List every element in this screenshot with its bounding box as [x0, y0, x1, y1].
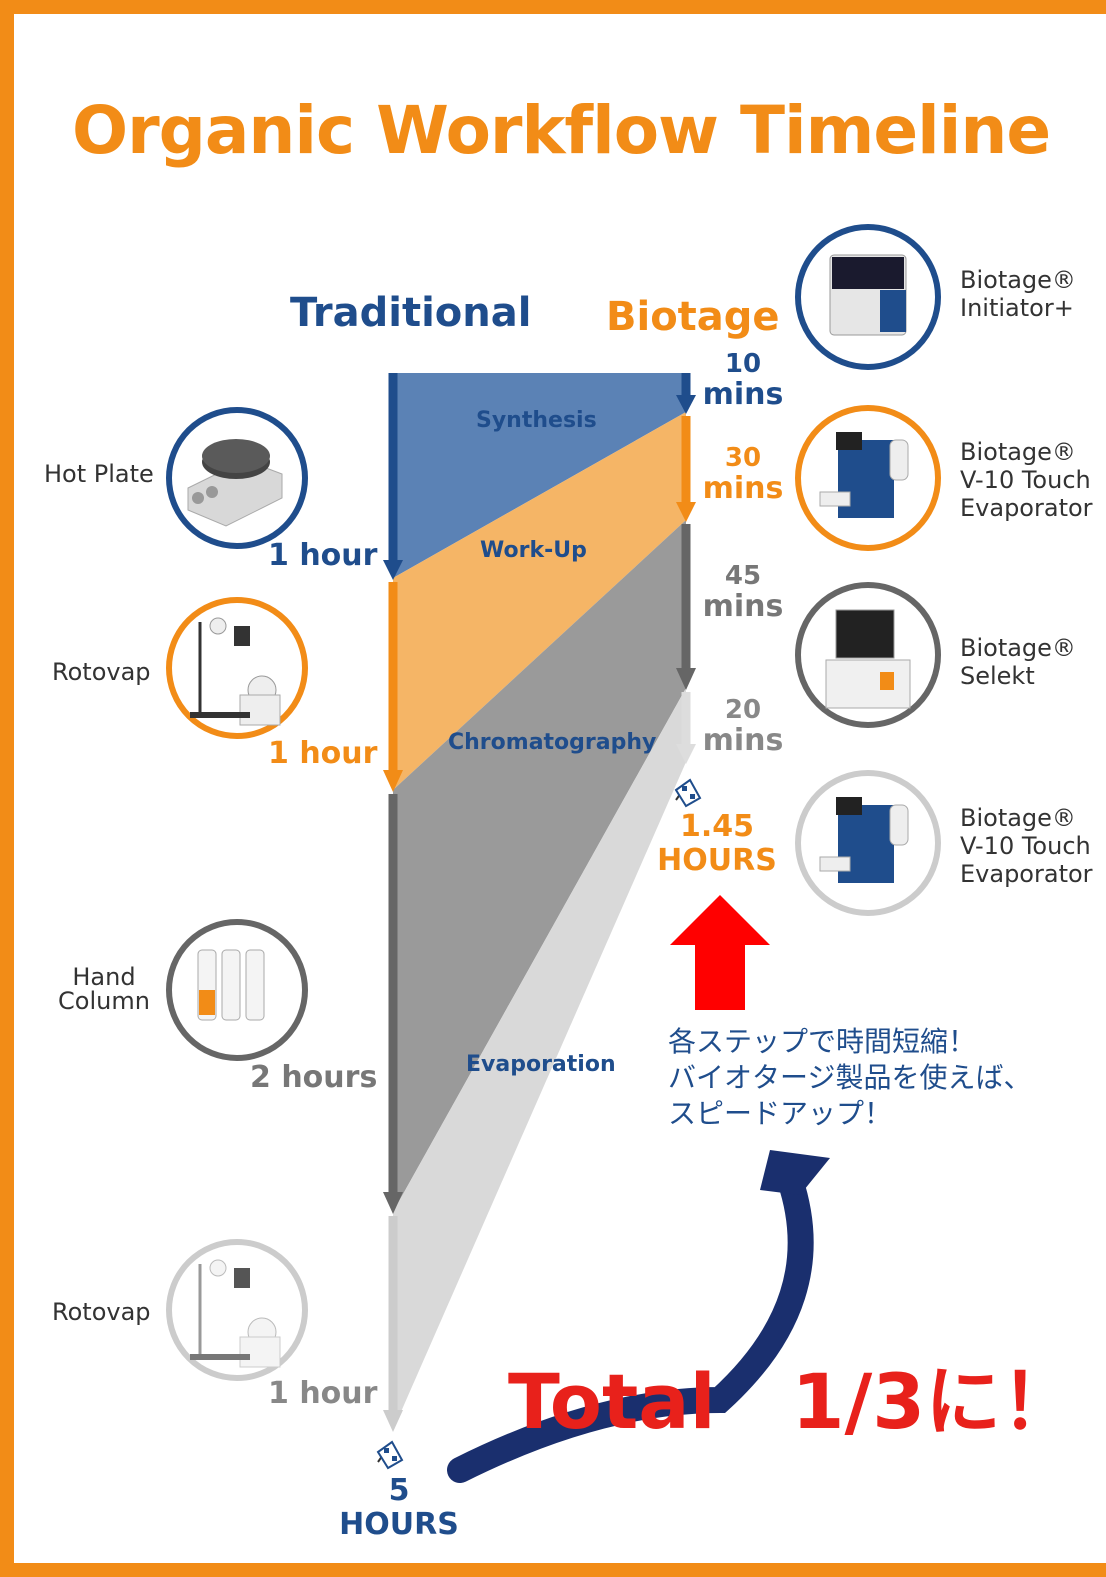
- evaporation-band: [393, 688, 686, 1430]
- step-workup: Work-Up: [480, 538, 587, 563]
- finish-flag-icon-biotage: [674, 778, 702, 808]
- total-callout: Total 1/3に！: [508, 1357, 1078, 1446]
- device-hand-column: Hand Column: [58, 963, 150, 1015]
- product-selekt: Biotage® Selekt: [960, 634, 1076, 690]
- speedup-note: 各ステップで時間短縮！ バイオタージ製品を使えば、 スピードアップ！: [668, 1025, 1032, 1130]
- synthesis-band: [393, 373, 686, 578]
- hot-plate-icon: [166, 407, 308, 549]
- biotage-total: 1.45 HOURS: [657, 809, 777, 878]
- page-title: Organic Workflow Timeline: [72, 92, 1051, 169]
- rotovap-icon: [166, 597, 308, 739]
- chromatography-band: [393, 520, 686, 1212]
- red-up-arrow: [670, 895, 770, 1010]
- biotage-heading: Biotage: [606, 294, 780, 340]
- traditional-heading: Traditional: [290, 290, 532, 336]
- rotovap-icon-2: [166, 1239, 308, 1381]
- device-rotovap-2: Rotovap: [52, 1298, 151, 1326]
- workup-band: [393, 412, 686, 790]
- product-v10-evaporator-2: Biotage® V-10 Touch Evaporator: [960, 804, 1093, 888]
- bio-time-chromatography: 45 mins: [702, 561, 784, 624]
- trad-time-chromatography: 2 hours: [250, 1060, 378, 1095]
- initiator-icon: [795, 224, 941, 370]
- hand-column-icon: [166, 919, 308, 1061]
- step-synthesis: Synthesis: [476, 408, 597, 433]
- product-initiator: Biotage® Initiator+: [960, 266, 1076, 322]
- device-hot-plate: Hot Plate: [44, 460, 154, 488]
- traditional-total: 5 HOURS: [339, 1473, 459, 1542]
- bio-time-workup: 30 mins: [702, 443, 784, 506]
- trad-time-workup: 1 hour: [268, 736, 378, 771]
- v10-evaporator-icon-2: [795, 770, 941, 916]
- step-evaporation: Evaporation: [466, 1052, 616, 1077]
- step-chromatography: Chromatography: [448, 730, 657, 755]
- trad-time-synthesis: 1 hour: [268, 538, 378, 573]
- curved-arrow: [447, 1167, 814, 1483]
- finish-flag-icon-traditional: [376, 1440, 404, 1470]
- trad-time-evaporation: 1 hour: [268, 1376, 378, 1411]
- product-v10-evaporator: Biotage® V-10 Touch Evaporator: [960, 438, 1093, 522]
- v10-evaporator-icon: [795, 405, 941, 551]
- bio-time-synthesis: 10 mins: [702, 349, 784, 412]
- selekt-icon: [795, 582, 941, 728]
- device-rotovap: Rotovap: [52, 658, 151, 686]
- bio-time-evaporation: 20 mins: [702, 695, 784, 758]
